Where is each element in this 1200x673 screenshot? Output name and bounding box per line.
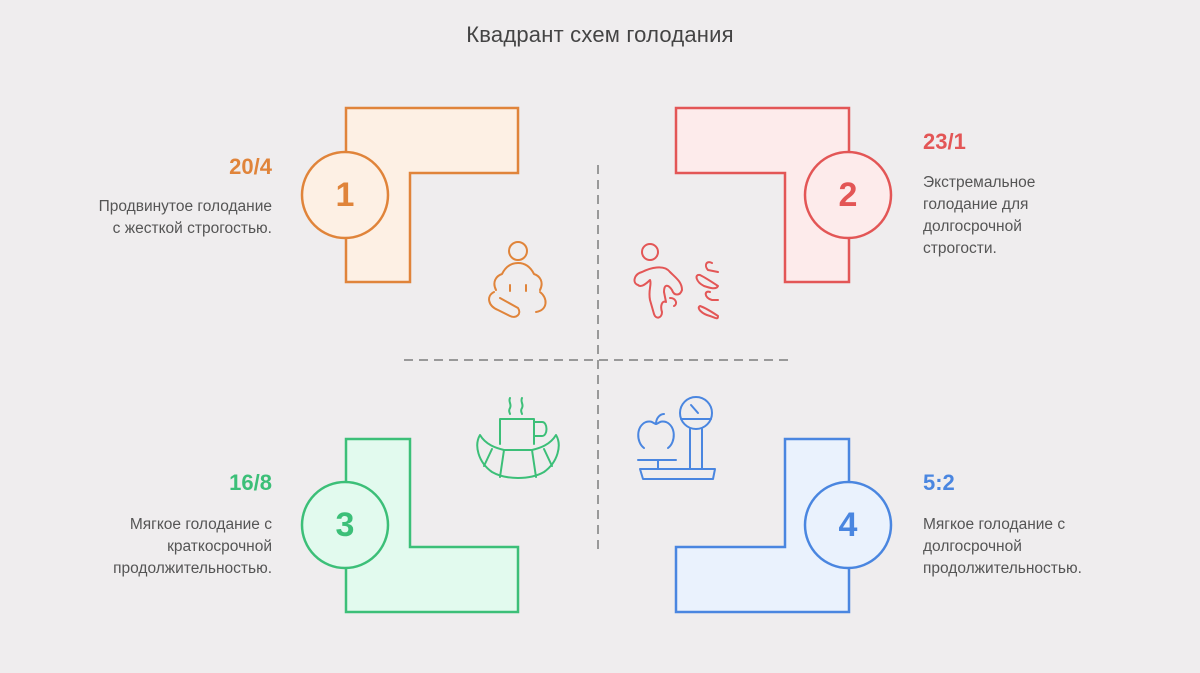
quadrant-4-shape	[674, 437, 851, 614]
axes	[404, 165, 792, 555]
apple-scale-icon	[637, 396, 716, 480]
quadrant-1-circle	[300, 150, 390, 240]
quadrant-2-circle	[803, 150, 893, 240]
quadrant-4-description: Мягкое голодание с долгосрочной продолжи…	[923, 516, 1082, 577]
quadrant-3-shape	[344, 437, 520, 614]
quadrant-4-number: 4	[838, 506, 858, 544]
quadrant-4-label: 5:2	[923, 470, 955, 495]
quadrant-3-description: Мягкое голодание с краткосрочной продолж…	[113, 516, 272, 577]
quadrant-3-number: 3	[335, 506, 355, 544]
quadrant-1-number: 1	[335, 176, 355, 214]
quadrant-3-label: 16/8	[229, 470, 272, 495]
coffee-croissant-icon	[476, 397, 560, 479]
running-person-fire-icon	[633, 243, 719, 320]
quadrant-3-circle	[300, 480, 390, 570]
quadrant-4-circle	[803, 480, 893, 570]
quadrant-1-label: 20/4	[229, 154, 272, 179]
quadrant-1-description: Продвинутое голодание с жесткой строгост…	[98, 198, 272, 237]
quadrant-2-label: 23/1	[923, 129, 966, 154]
quadrant-2-number: 2	[838, 176, 858, 214]
meditation-person-icon	[488, 241, 547, 318]
quadrant-1-shape	[344, 106, 520, 284]
quadrant-2-description: Экстремальное голодание для долгосрочной…	[923, 174, 1036, 257]
diagram-title: Квадрант схем голодания	[466, 22, 734, 47]
quadrant-2-shape	[674, 106, 851, 284]
